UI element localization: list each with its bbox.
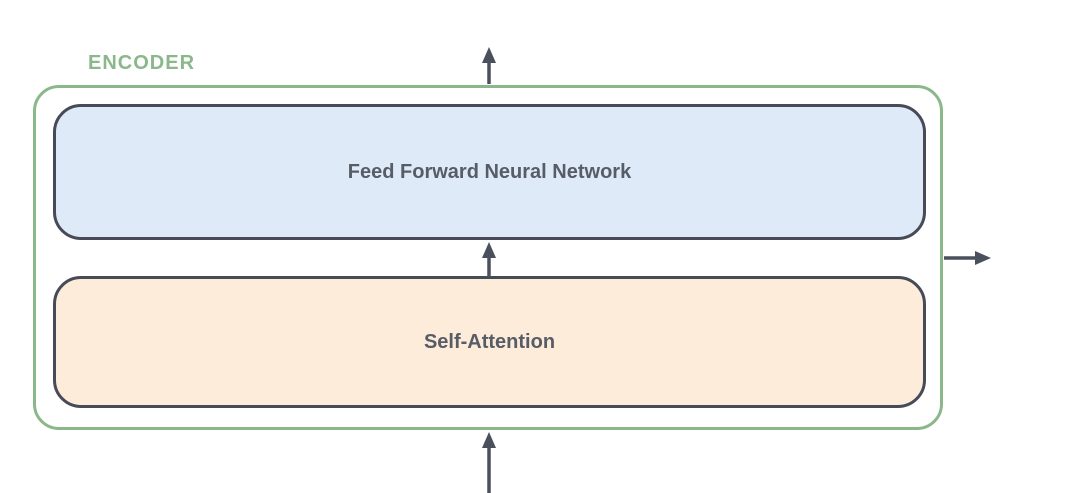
top-output-arrow-up-icon — [482, 47, 496, 84]
input-arrow-up-icon — [482, 432, 496, 493]
feed-forward-block: Feed Forward Neural Network — [53, 104, 926, 240]
encoder-label: ENCODER — [88, 52, 196, 74]
encoder-box: Feed Forward Neural Network Self-Attenti… — [33, 85, 943, 430]
feed-forward-label: Feed Forward Neural Network — [347, 160, 632, 183]
self-attention-label: Self-Attention — [423, 330, 556, 353]
self-attention-block: Self-Attention — [53, 276, 926, 408]
right-output-arrow-right-icon — [944, 251, 991, 265]
